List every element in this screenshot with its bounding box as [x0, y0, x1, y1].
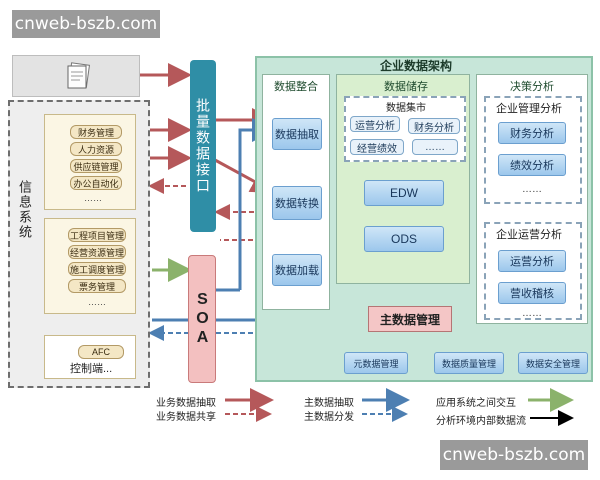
- mart-item-performance[interactable]: 经营绩效: [350, 139, 404, 155]
- data-transform-box[interactable]: 数据转换: [272, 186, 322, 220]
- system-item-supply-chain[interactable]: 供应链管理: [70, 159, 122, 173]
- data-mart-title: 数据集市: [386, 103, 426, 114]
- system-item-hr[interactable]: 人力资源: [70, 142, 122, 156]
- system-group-2-more: ……: [88, 297, 106, 307]
- batch-data-interface[interactable]: 批量数据接口: [190, 60, 216, 232]
- ops-item-operations[interactable]: 运营分析: [498, 250, 566, 272]
- data-extract-box[interactable]: 数据抽取: [272, 118, 322, 150]
- system-item-office-auto[interactable]: 办公自动化: [70, 176, 122, 190]
- master-data-management[interactable]: 主数据管理: [368, 306, 452, 332]
- mgmt-analysis-panel: [484, 96, 582, 204]
- ods-box[interactable]: ODS: [364, 226, 444, 252]
- watermark-bottom: cnweb-bszb.com: [440, 440, 588, 470]
- mart-item-finance[interactable]: 财务分析: [408, 118, 460, 134]
- afc-item[interactable]: AFC: [78, 345, 124, 359]
- data-security-management[interactable]: 数据安全管理: [518, 352, 588, 374]
- system-item-operations-resource[interactable]: 经营资源管理: [68, 245, 126, 259]
- legend-inner-flow: 分析环境内部数据流: [436, 416, 526, 427]
- system-group-1-more: ……: [84, 193, 102, 203]
- storage-title: 数据储存: [384, 81, 428, 93]
- info-system-label: 信息系统: [17, 180, 32, 240]
- mgmt-item-more: ……: [522, 184, 542, 195]
- system-item-engineering[interactable]: 工程项目管理: [68, 228, 126, 242]
- ops-item-revenue-audit[interactable]: 营收稽核: [498, 282, 566, 304]
- mart-item-more: ……: [412, 139, 458, 155]
- edw-box[interactable]: EDW: [364, 180, 444, 206]
- watermark-top: cnweb-bszb.com: [12, 10, 160, 38]
- system-item-ticketing[interactable]: 票务管理: [68, 279, 126, 293]
- architecture-title: 企业数据架构: [380, 59, 453, 73]
- system-item-finance[interactable]: 财务管理: [70, 125, 122, 139]
- mgmt-item-performance[interactable]: 绩效分析: [498, 154, 566, 176]
- legend-master-extract: 主数据抽取: [304, 398, 354, 409]
- system-item-construction-dispatch[interactable]: 施工调度管理: [68, 262, 126, 276]
- legend-biz-extract: 业务数据抽取: [156, 398, 216, 409]
- document-icon: [64, 62, 94, 90]
- ops-item-more: ……: [522, 308, 542, 319]
- mgmt-analysis-title: 企业管理分析: [496, 103, 562, 115]
- mart-item-operations[interactable]: 运营分析: [350, 116, 400, 132]
- integration-title: 数据整合: [274, 81, 318, 93]
- legend-biz-share: 业务数据共享: [156, 412, 216, 423]
- ops-analysis-title: 企业运营分析: [496, 229, 562, 241]
- mgmt-item-finance[interactable]: 财务分析: [498, 122, 566, 144]
- legend-app-interact: 应用系统之间交互: [436, 398, 516, 409]
- legend-master-dist: 主数据分发: [304, 412, 354, 423]
- control-end-label: 控制端...: [70, 363, 113, 375]
- data-quality-management[interactable]: 数据质量管理: [434, 352, 504, 374]
- data-load-box[interactable]: 数据加载: [272, 254, 322, 286]
- soa-bus[interactable]: SOA: [188, 255, 216, 383]
- metadata-management[interactable]: 元数据管理: [344, 352, 408, 374]
- decision-title: 决策分析: [510, 81, 554, 93]
